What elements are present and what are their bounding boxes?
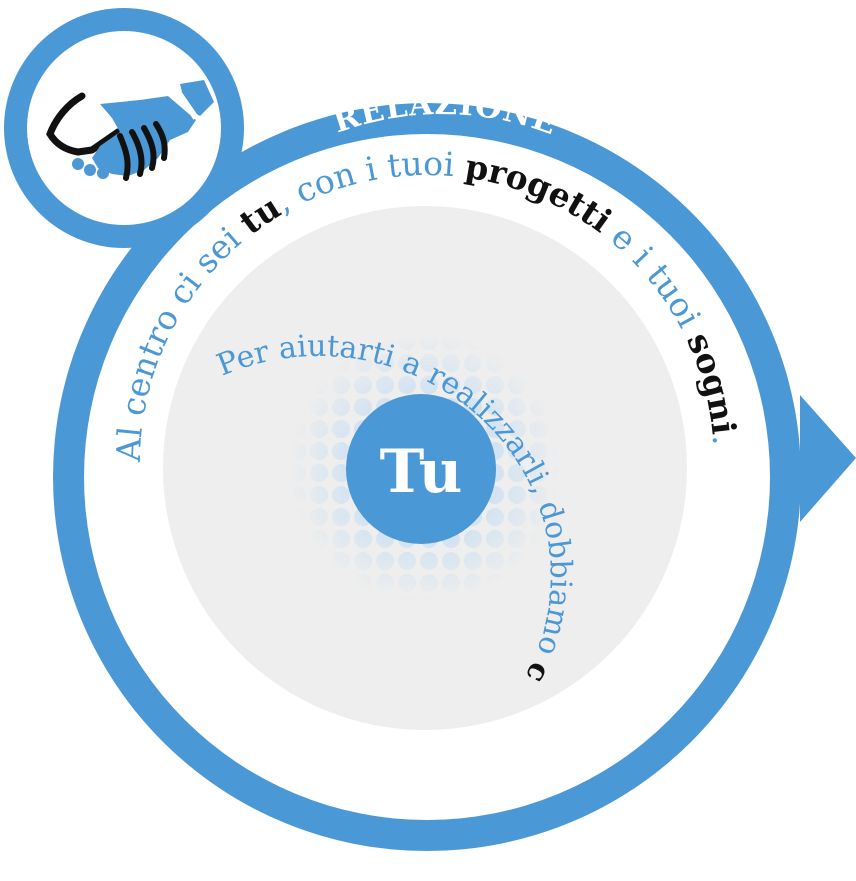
left-sleeve [46,92,86,156]
outer-text-part4: . [705,433,745,446]
left-hand [74,128,122,156]
cuff-gap [175,90,199,120]
knuckle-2 [84,164,96,176]
ring-pointer [800,395,856,522]
handshake-icon [46,80,214,181]
finger-lines [117,121,168,181]
center-label: Tu [380,437,463,507]
center-circle [346,394,496,544]
handshake-badge [4,8,244,248]
knuckle-1 [72,158,84,170]
knuckle-3 [97,167,109,179]
inner-text-part2: . [0,0,5,8]
right-hand [92,96,196,176]
